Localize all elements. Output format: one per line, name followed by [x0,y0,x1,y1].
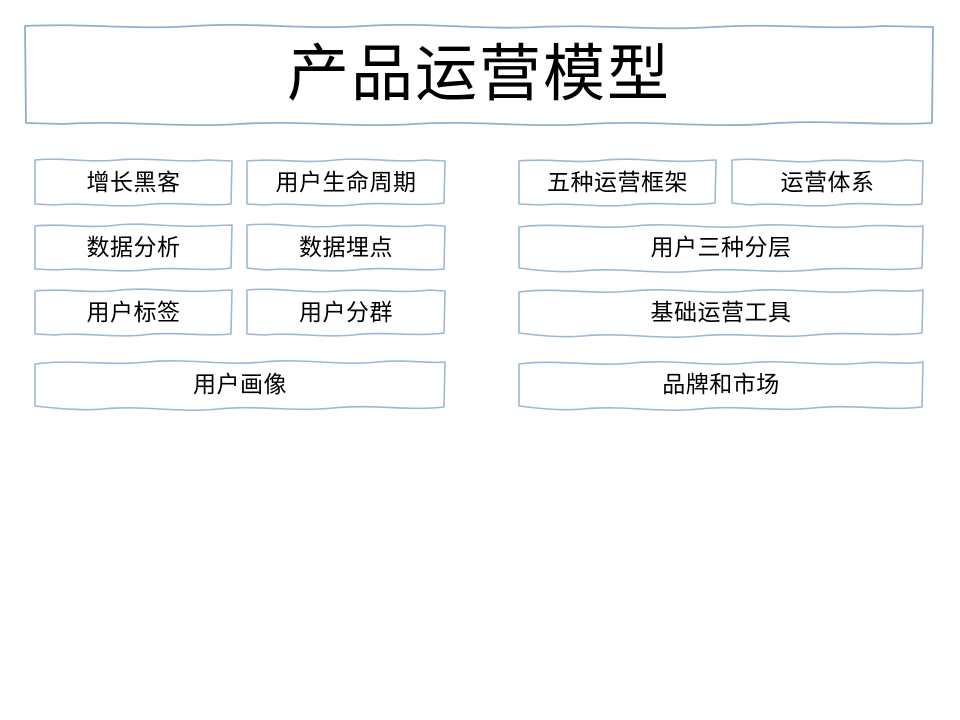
card-label: 用户画像 [193,371,287,398]
card-user-persona[interactable]: 用户画像 [33,358,447,412]
card-user-tiers[interactable]: 用户三种分层 [517,222,925,273]
card-label: 数据分析 [86,233,181,260]
card-label: 品牌和市场 [662,371,780,398]
card-label: 基础运营工具 [650,298,792,325]
card-brand-market[interactable]: 品牌和市场 [517,358,925,412]
card-label: 运营体系 [780,168,875,195]
card-user-tags[interactable]: 用户标签 [33,287,234,338]
card-label: 用户标签 [86,298,181,325]
card-label: 增长黑客 [86,168,181,195]
card-label: 五种运营框架 [547,168,688,195]
card-data-tracking[interactable]: 数据埋点 [245,222,447,273]
card-user-segments[interactable]: 用户分群 [245,287,447,338]
card-label: 用户三种分层 [650,233,792,260]
card-ops-system[interactable]: 运营体系 [730,157,925,208]
card-label: 数据埋点 [299,233,393,260]
page-title: 产品运营模型 [286,39,671,109]
card-growth-hacking[interactable]: 增长黑客 [33,157,234,208]
card-label: 用户生命周期 [275,168,417,195]
card-data-analysis[interactable]: 数据分析 [33,222,234,273]
title-box[interactable]: 产品运营模型 [24,22,934,128]
card-user-lifecycle[interactable]: 用户生命周期 [245,157,447,208]
card-basic-tools[interactable]: 基础运营工具 [517,287,925,338]
card-five-frameworks[interactable]: 五种运营框架 [517,157,718,208]
card-label: 用户分群 [299,298,393,325]
